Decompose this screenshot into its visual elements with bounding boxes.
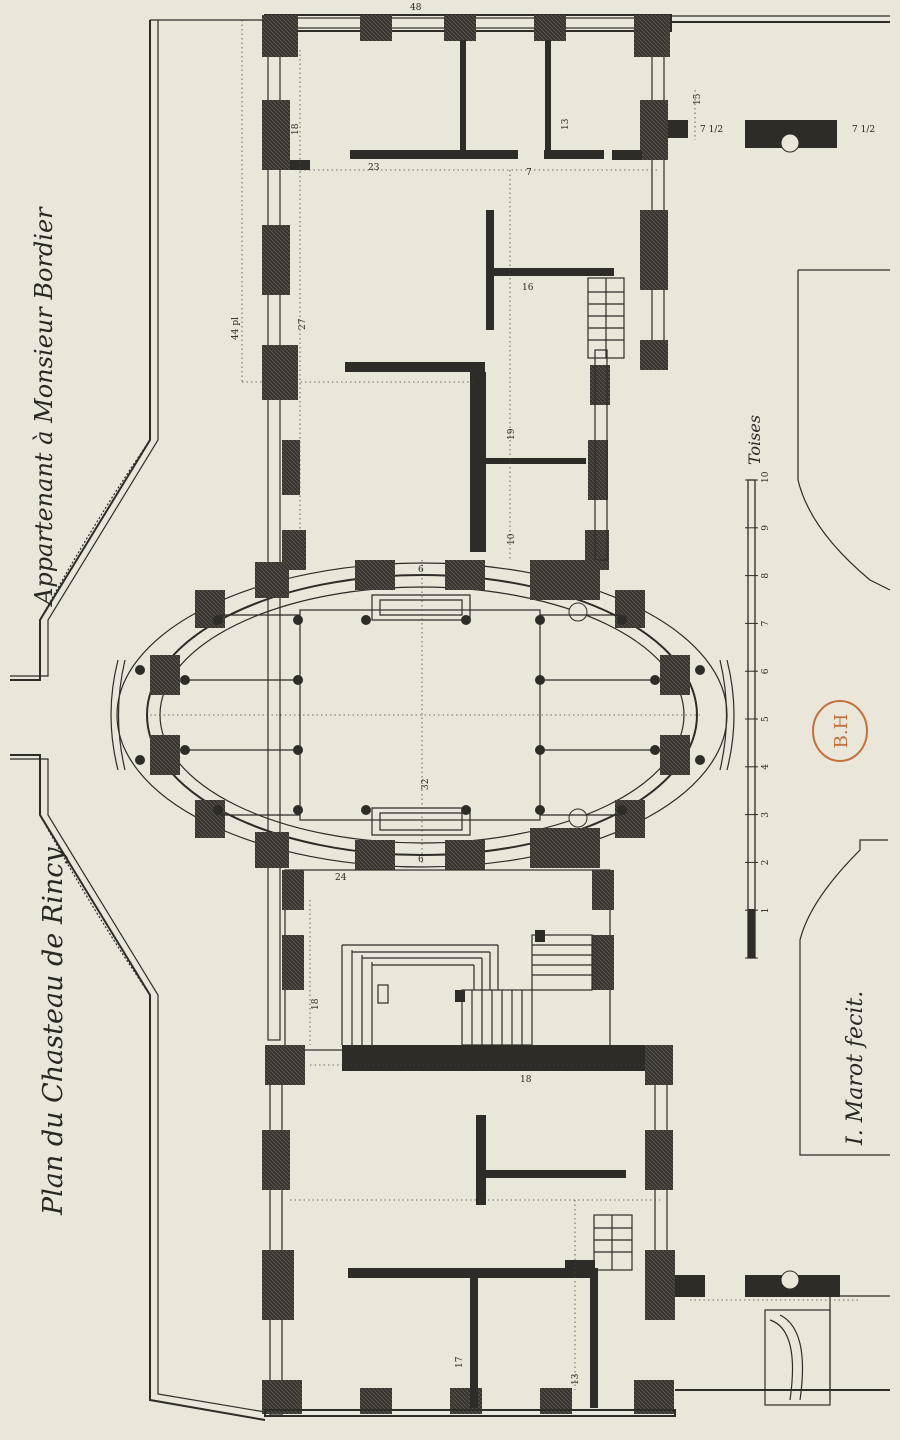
toises-scale: 1 2 3 4 5 6 7 8 9 10 xyxy=(745,471,771,959)
dim-12: 24 xyxy=(335,873,347,883)
garden-enclosure xyxy=(10,19,266,1421)
south-wing xyxy=(262,1045,890,1417)
dim-5: 23 xyxy=(368,163,380,173)
plan-title: Plan du Chasteau de Rincy xyxy=(38,847,69,1216)
owner-caption: Appartenant à Monsieur Bordier xyxy=(30,206,58,607)
scale-unit-label: Toises xyxy=(745,415,764,465)
scale-tick-label: 2 xyxy=(761,860,771,866)
dim-6: 13 xyxy=(561,118,571,130)
dim-side-height: 44 pl xyxy=(231,317,241,340)
dim-9: 6 xyxy=(418,855,424,865)
oval-salon xyxy=(110,560,735,870)
north-wing xyxy=(262,14,890,1041)
dim-2: 19 xyxy=(507,428,517,440)
engraver-signature: I. Marot fecit. xyxy=(843,991,868,1146)
dim-1: 18 xyxy=(291,123,301,135)
dimension-labels: 48 44 pl 32 18 19 16 27 23 13 7 6 6 10 1… xyxy=(231,3,875,1385)
scale-tick-label: 9 xyxy=(761,525,771,531)
dim-15: 13 xyxy=(571,1373,581,1385)
dimension-lines xyxy=(241,20,860,1390)
scale-tick-label: 3 xyxy=(761,812,771,818)
dim-3: 16 xyxy=(522,283,534,293)
dim-16: 15 xyxy=(693,93,703,105)
dim-4: 27 xyxy=(298,318,308,330)
dim-top-width: 48 xyxy=(410,3,422,13)
dim-7: 7 xyxy=(526,168,532,178)
dim-8: 6 xyxy=(418,565,424,575)
scale-tick-label: 10 xyxy=(761,471,771,483)
scale-tick-label: 1 xyxy=(761,907,771,913)
dim-13: 18 xyxy=(520,1075,532,1085)
dim-11: 18 xyxy=(311,998,321,1010)
dim-oval-length: 32 xyxy=(421,779,431,790)
library-stamp: B.H xyxy=(812,700,868,762)
dim-10: 10 xyxy=(507,533,517,545)
stair-hall xyxy=(282,869,670,1071)
dim-14: 17 xyxy=(455,1356,465,1368)
scale-tick-label: 8 xyxy=(761,573,771,579)
parterre-right xyxy=(797,269,891,1156)
dim-18: 7 1/2 xyxy=(852,125,875,135)
scale-tick-label: 7 xyxy=(761,620,771,626)
dim-17: 7 1/2 xyxy=(700,125,723,135)
stamp-text: B.H xyxy=(831,714,852,749)
scale-tick-label: 5 xyxy=(761,716,771,722)
scale-tick-label: 6 xyxy=(761,668,771,674)
scale-tick-label: 4 xyxy=(761,764,771,770)
